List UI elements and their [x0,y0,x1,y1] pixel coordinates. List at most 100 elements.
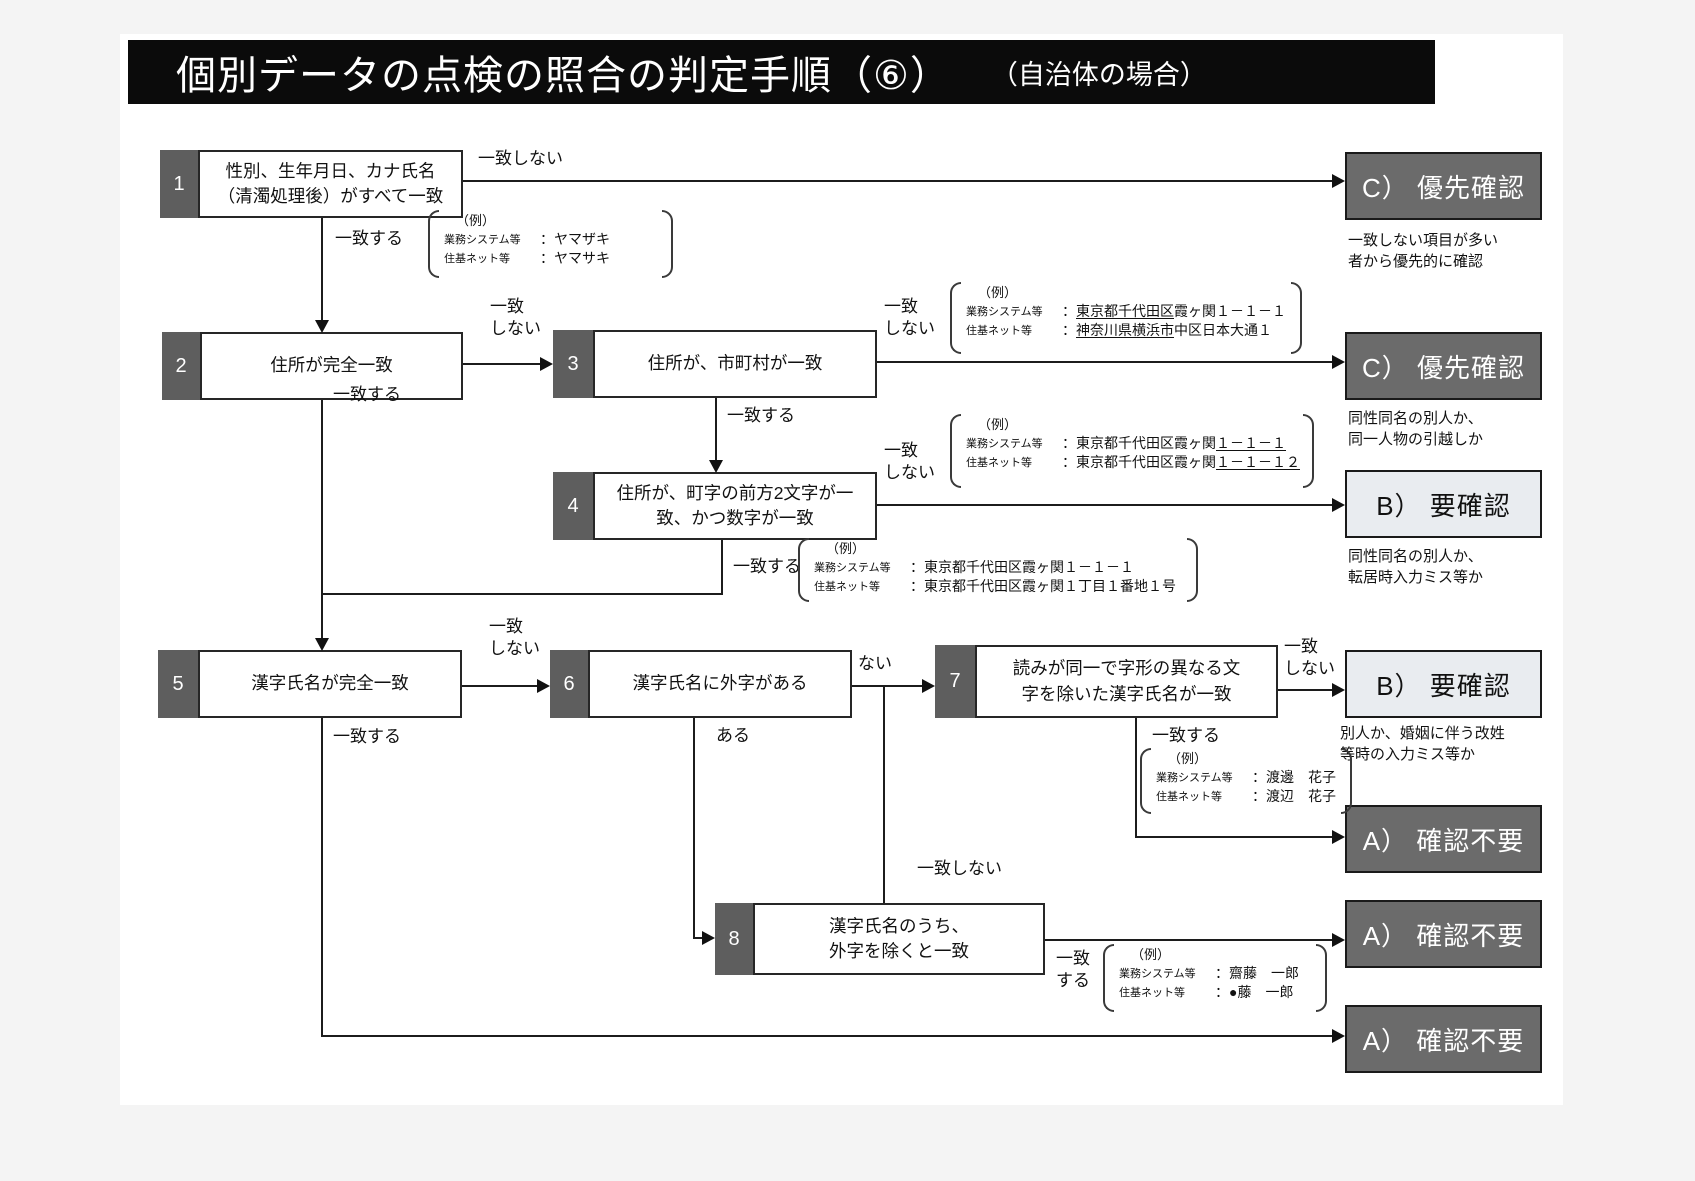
bracket-left-icon [950,282,961,354]
step-7-label-line2: 字を除いた漢字氏名が一致 [1021,683,1232,704]
bracket-left-icon [428,210,439,278]
connector-line [1278,689,1333,691]
step-7-box: 読みが同一で字形の異なる文 字を除いた漢字氏名が一致 [975,645,1278,718]
connector-line [715,398,717,462]
connector-line [852,685,923,687]
connector-line [877,504,1333,506]
outcome-c2-note: 同性同名の別人か、 同一人物の引越しか [1348,410,1484,448]
page-title-suffix: （自治体の場合） [990,59,1207,90]
outcome-a-no-check-1: A） 確認不要 [1345,805,1542,873]
connector-line [883,685,885,903]
arrowhead [1332,933,1345,947]
branch-label-s5-no-match: 一致 しない [489,617,540,659]
branch-label-s6-none: ない [858,654,892,673]
arrowhead [315,320,329,333]
arrowhead [1332,174,1345,188]
connector-line [463,180,1333,182]
step-3-label: 住所が、市町村が一致 [647,353,823,374]
title-bar: 個別データの点検の照合の判定手順（⑥） （自治体の場合） [128,40,1435,104]
outcome-c-priority-check-1: C） 優先確認 [1345,152,1542,220]
step-8-number: 8 [715,903,753,975]
arrowhead [709,460,723,473]
connector-line [463,363,541,365]
connector-line [693,937,703,939]
step-4-number: 4 [553,472,593,540]
bracket-right-icon [1187,538,1198,602]
connector-line [322,593,723,595]
example-kanji-variant-match: （例） 業務システム等：渡邊 花子 住基ネット等：渡辺 花子 [1140,748,1352,814]
step-8-box: 漢字氏名のうち、 外字を除くと一致 [753,903,1045,975]
branch-label-s3-no-match: 一致 しない [884,297,935,339]
outcome-a-no-check-3: A） 確認不要 [1345,1005,1542,1073]
connector-line [321,400,323,640]
branch-label-s8-match: 一致 する [1056,949,1090,991]
arrowhead [537,679,550,693]
arrowhead [1332,498,1345,512]
step-5-label: 漢字氏名が完全一致 [251,673,409,694]
branch-label-s1-no-match: 一致しない [478,149,563,168]
arrowhead [315,638,329,651]
arrowhead [1332,355,1345,369]
step-7-label-line1: 読みが同一で字形の異なる文 [1012,658,1241,679]
arrowhead [702,931,715,945]
arrowhead [540,357,553,371]
branch-label-s8-no-match: 一致しない [917,859,1002,878]
step-8-label-line1: 漢字氏名のうち、 [829,915,969,936]
connector-line [321,218,323,322]
arrowhead [922,679,935,693]
outcome-b2-note: 別人か、婚姻に伴う改姓 等時の入力ミス等か [1340,725,1505,763]
step-2-label: 住所が完全一致 [270,355,393,376]
step-6-box: 漢字氏名に外字がある [588,650,852,718]
outcome-c-priority-check-2: C） 優先確認 [1345,332,1542,400]
step-4-label-line2: 致、かつ数字が一致 [656,508,814,528]
step-3-number: 3 [553,330,593,398]
step-4-label-line1: 住所が、町字の前方2文字が一 [616,482,854,503]
connector-line [321,718,323,1037]
step-1-number: 1 [160,150,198,218]
branch-label-s6-exists: ある [716,726,750,745]
connector-line [1135,836,1333,838]
connector-line [721,540,723,595]
step-1-label-line2: （清濁処理後）がすべて一致 [217,186,444,206]
bracket-left-icon [950,414,961,488]
step-6-label: 漢字氏名に外字がある [632,673,808,694]
step-3-box: 住所が、市町村が一致 [593,330,877,398]
arrowhead [1332,683,1345,697]
bracket-left-icon [1140,748,1151,814]
example-gaiji-match: （例） 業務システム等：齋藤 一郎 住基ネット等：●藤 一郎 [1103,944,1327,1012]
branch-label-s4-match: 一致する [733,557,801,576]
branch-label-s7-no-match: 一致 しない [1284,637,1335,679]
example-address-number-mismatch: （例） 業務システム等：東京都千代田区霞ヶ関１－１－１ 住基ネット等：東京都千代… [950,414,1314,488]
example-address-city-mismatch: （例） 業務システム等：東京都千代田区霞ヶ関１－１－１ 住基ネット等：神奈川県横… [950,282,1302,354]
example-kana-name: （例） 業務システム等：ヤマザキ 住基ネット等：ヤマサキ [428,210,673,278]
bracket-left-icon [798,538,809,602]
example-address-notation-match: （例） 業務システム等：東京都千代田区霞ヶ関１－１－１ 住基ネット等：東京都千代… [798,538,1198,602]
connector-line [1135,718,1137,838]
step-6-number: 6 [550,650,588,718]
connector-line [462,685,540,687]
bracket-right-icon [1341,748,1352,814]
arrowhead [1332,1029,1345,1043]
connector-line [321,1035,1333,1037]
step-4-box: 住所が、町字の前方2文字が一 致、かつ数字が一致 [593,472,877,540]
branch-label-s2-no-match: 一致 しない [490,297,541,339]
outcome-b1-note: 同性同名の別人か、 転居時入力ミス等か [1348,548,1484,586]
bracket-right-icon [1291,282,1302,354]
branch-label-s1-match: 一致する [335,229,403,248]
connector-line [877,361,1333,363]
step-1-box: 性別、生年月日、カナ氏名 （清濁処理後）がすべて一致 [198,150,463,218]
outcome-a-no-check-2: A） 確認不要 [1345,900,1542,968]
outcome-c1-note: 一致しない項目が多い 者から優先的に確認 [1348,232,1499,270]
step-5-number: 5 [158,650,198,718]
outcome-b-needs-check-2: B） 要確認 [1345,650,1542,718]
step-2-number: 2 [162,332,200,400]
step-5-box: 漢字氏名が完全一致 [198,650,462,718]
bracket-right-icon [662,210,673,278]
bracket-right-icon [1316,944,1327,1012]
arrowhead [1332,830,1345,844]
outcome-b-needs-check-1: B） 要確認 [1345,470,1542,538]
branch-label-s2-match: 一致する [333,385,401,404]
connector-line [693,718,695,939]
step-7-number: 7 [935,645,975,718]
